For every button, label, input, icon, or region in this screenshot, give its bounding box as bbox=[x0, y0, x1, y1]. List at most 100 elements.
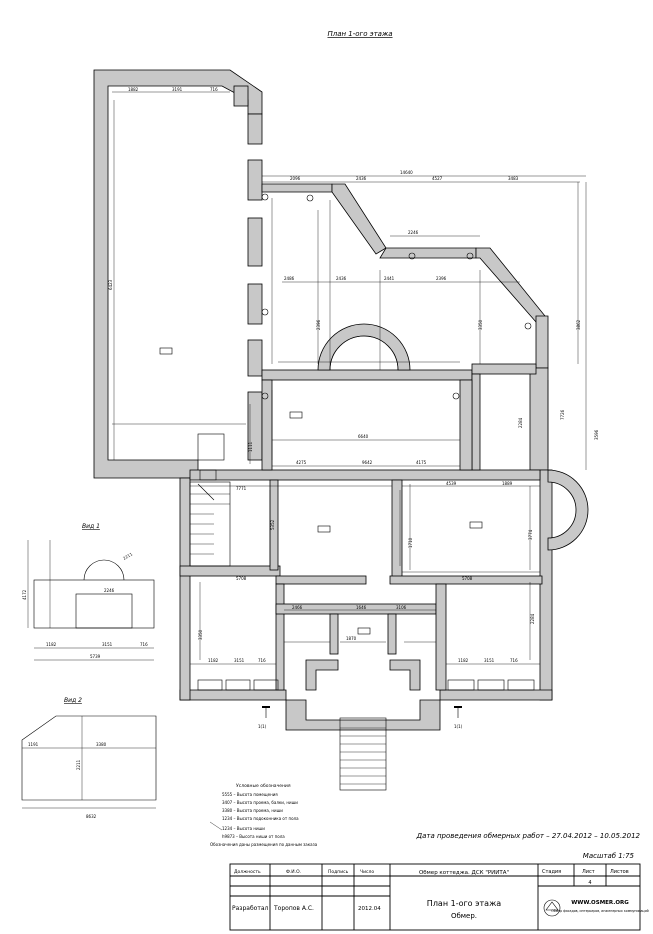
svg-text:14640: 14640 bbox=[400, 170, 413, 175]
svg-text:Разработал: Разработал bbox=[232, 905, 269, 912]
outer-walls bbox=[93, 69, 553, 701]
svg-text:План 1-ого этажа: План 1-ого этажа bbox=[427, 899, 501, 908]
svg-text:3151: 3151 bbox=[234, 658, 245, 663]
svg-text:2211: 2211 bbox=[76, 759, 81, 770]
survey-date: Дата проведения обмерных работ – 27.04.2… bbox=[416, 832, 641, 840]
svg-text:4275: 4275 bbox=[296, 460, 307, 465]
svg-text:Лист: Лист bbox=[582, 869, 595, 875]
svg-text:Обмер.: Обмер. bbox=[451, 912, 477, 920]
plan-title: План 1-ого этажа bbox=[327, 30, 392, 38]
svg-text:3350: 3350 bbox=[478, 319, 483, 330]
svg-text:2396: 2396 bbox=[436, 276, 447, 281]
svg-text:2441: 2441 bbox=[384, 276, 395, 281]
view1-label: Вид 1 bbox=[82, 523, 100, 530]
svg-text:1710: 1710 bbox=[408, 537, 413, 548]
svg-text:1646: 1646 bbox=[356, 605, 367, 610]
window-blocks bbox=[197, 433, 535, 691]
svg-text:716: 716 bbox=[510, 658, 518, 663]
svg-text:3380 – Высота проема, ниши: 3380 – Высота проема, ниши bbox=[222, 808, 283, 813]
svg-text:WWW.OSMER.ORG: WWW.OSMER.ORG bbox=[571, 900, 629, 906]
svg-text:716: 716 bbox=[140, 642, 148, 647]
svg-text:1234 – Высота ниши: 1234 – Высота ниши bbox=[222, 826, 265, 831]
title-block: Должность Ф.И.О. Подпись Число Разработа… bbox=[229, 863, 649, 931]
svg-text:1182: 1182 bbox=[46, 642, 57, 647]
svg-text:1882: 1882 bbox=[128, 87, 139, 92]
svg-text:5555 – Высота помещения: 5555 – Высота помещения bbox=[222, 792, 278, 797]
svg-text:Листов: Листов bbox=[610, 869, 629, 875]
svg-text:716: 716 bbox=[210, 87, 218, 92]
svg-text:2246: 2246 bbox=[104, 588, 115, 593]
view-1: Вид 1 1182 3151 716 5739 2246 4172 2211 bbox=[22, 523, 155, 661]
svg-text:3191: 3191 bbox=[172, 87, 183, 92]
svg-text:7771: 7771 bbox=[236, 486, 247, 491]
section-marks: 1(1) 1(1) bbox=[258, 706, 463, 729]
dimension-texts: 1882 3191 716 14640 6423 2096 2436 4527 … bbox=[108, 87, 599, 663]
svg-text:1(1): 1(1) bbox=[258, 724, 267, 729]
svg-text:3350: 3350 bbox=[198, 629, 203, 640]
column-marks bbox=[261, 193, 532, 400]
svg-text:4172: 4172 bbox=[22, 589, 27, 600]
svg-text:Подпись: Подпись bbox=[328, 869, 349, 875]
svg-text:3774: 3774 bbox=[528, 529, 533, 540]
svg-text:Обозначения даны размещения по: Обозначения даны размещения по данным за… bbox=[210, 842, 318, 847]
svg-text:2211: 2211 bbox=[122, 551, 134, 561]
svg-text:6423: 6423 bbox=[108, 279, 113, 290]
svg-text:3483: 3483 bbox=[508, 176, 519, 181]
svg-text:2396: 2396 bbox=[316, 319, 321, 330]
svg-text:1870: 1870 bbox=[346, 636, 357, 641]
svg-text:5739: 5739 bbox=[90, 654, 101, 659]
svg-text:2096: 2096 bbox=[290, 176, 301, 181]
svg-text:Торопов А.С.: Торопов А.С. bbox=[273, 905, 314, 912]
svg-text:3380: 3380 bbox=[96, 742, 107, 747]
dimension-lines bbox=[112, 91, 587, 665]
svg-text:2486: 2486 bbox=[284, 276, 295, 281]
svg-text:3596: 3596 bbox=[594, 429, 599, 440]
svg-text:3106: 3106 bbox=[396, 605, 407, 610]
svg-text:4527: 4527 bbox=[432, 176, 443, 181]
svg-text:5708: 5708 bbox=[236, 576, 247, 581]
svg-text:716: 716 bbox=[258, 658, 266, 663]
svg-text:Число: Число bbox=[360, 869, 374, 875]
svg-text:2436: 2436 bbox=[336, 276, 347, 281]
svg-text:3862: 3862 bbox=[576, 319, 581, 330]
svg-text:3151: 3151 bbox=[102, 642, 113, 647]
svg-text:8632: 8632 bbox=[86, 814, 97, 819]
legend: Условные обозначения 5555 – Высота помещ… bbox=[209, 783, 318, 847]
view2-label: Вид 2 bbox=[64, 697, 82, 704]
bay-window bbox=[317, 323, 411, 371]
svg-text:Стадия: Стадия bbox=[542, 869, 561, 875]
svg-text:Условные обозначения: Условные обозначения bbox=[236, 783, 291, 789]
svg-text:2284: 2284 bbox=[530, 613, 535, 624]
svg-text:2246: 2246 bbox=[408, 230, 419, 235]
svg-text:1191: 1191 bbox=[28, 742, 39, 747]
svg-text:5708: 5708 bbox=[462, 576, 473, 581]
svg-text:1182: 1182 bbox=[208, 658, 219, 663]
company-logo: WWW.OSMER.ORG Обмер фасадов, интерьеров,… bbox=[543, 899, 649, 917]
svg-text:6640: 6640 bbox=[358, 434, 369, 439]
svg-text:3407 – Высота проема, балки, н: 3407 – Высота проема, балки, ниши bbox=[222, 800, 298, 805]
room-marks bbox=[159, 347, 483, 635]
svg-text:7726: 7726 bbox=[560, 409, 565, 420]
scale-label: Масштаб 1:75 bbox=[583, 852, 635, 860]
svg-text:2466: 2466 bbox=[292, 605, 303, 610]
svg-text:1111: 1111 bbox=[248, 441, 253, 452]
svg-text:Обмер коттеджа. ДСК "РИИТА": Обмер коттеджа. ДСК "РИИТА" bbox=[419, 870, 509, 876]
corner-tower bbox=[547, 469, 589, 551]
staircase-left bbox=[189, 481, 231, 567]
svg-text:4539: 4539 bbox=[446, 481, 457, 486]
svg-text:3151: 3151 bbox=[484, 658, 495, 663]
svg-text:5352: 5352 bbox=[270, 519, 275, 530]
svg-text:1889: 1889 bbox=[502, 481, 513, 486]
svg-text:2436: 2436 bbox=[356, 176, 367, 181]
entrance-stairs bbox=[285, 659, 441, 791]
svg-text:4175: 4175 bbox=[416, 460, 427, 465]
svg-text:Ф.И.О.: Ф.И.О. bbox=[286, 869, 301, 875]
svg-text:1234 – Высота подоконника от п: 1234 – Высота подоконника от пола bbox=[222, 816, 299, 821]
svg-text:1(1): 1(1) bbox=[454, 724, 463, 729]
svg-text:1182: 1182 bbox=[458, 658, 469, 663]
svg-text:2012.04: 2012.04 bbox=[358, 906, 381, 912]
svg-text:9642: 9642 bbox=[362, 460, 373, 465]
view-2: Вид 2 1191 3380 8632 2211 bbox=[21, 697, 157, 819]
svg-text:Обмер фасадов, интерьеров, инж: Обмер фасадов, интерьеров, инженерных ко… bbox=[551, 909, 649, 913]
